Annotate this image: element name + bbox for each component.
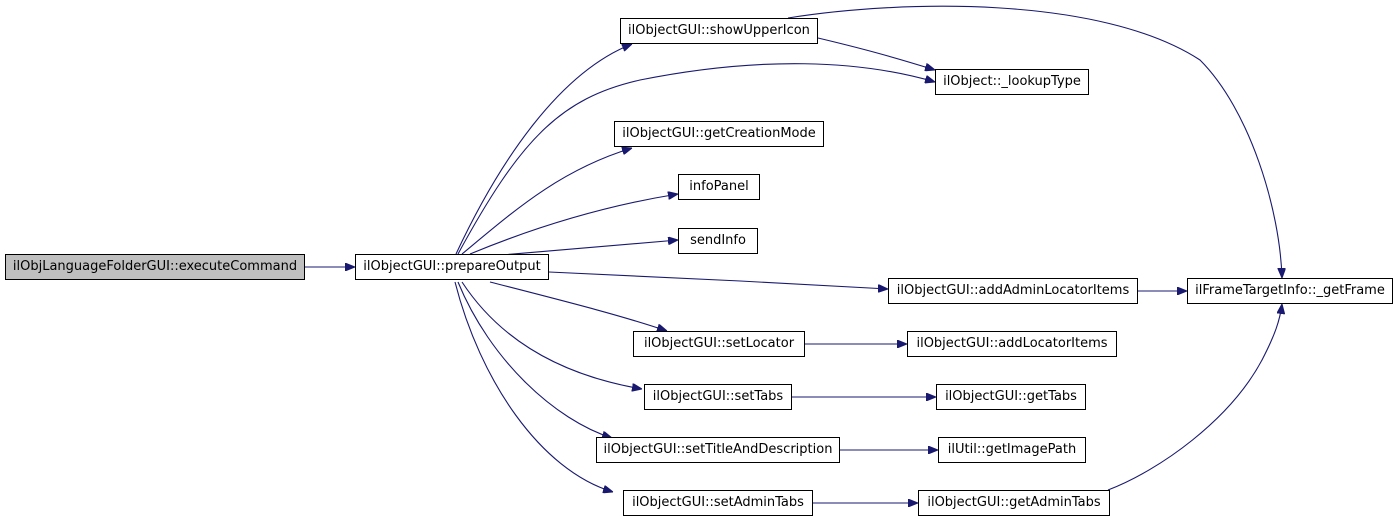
node-showUpperIcon[interactable]: ilObjectGUI::showUpperIcon xyxy=(620,18,818,44)
node-lookupType[interactable]: ilObject::_lookupType xyxy=(935,69,1089,95)
edge-n1-n3 xyxy=(457,63,935,255)
edge-n1-n6 xyxy=(469,194,678,255)
node-prepareOutput[interactable]: ilObjectGUI::prepareOutput xyxy=(355,254,549,280)
node-getFrame[interactable]: ilFrameTargetInfo::_getFrame xyxy=(1187,278,1393,304)
node-setAdminTabs[interactable]: ilObjectGUI::setAdminTabs xyxy=(623,490,813,516)
edge-n1-n7 xyxy=(489,240,678,257)
node-executeCommand: ilObjLanguageFolderGUI::executeCommand xyxy=(5,254,305,280)
node-infoPanel[interactable]: infoPanel xyxy=(678,174,760,200)
edge-n1-n15 xyxy=(454,281,613,492)
node-addLocatorItems[interactable]: ilObjectGUI::addLocatorItems xyxy=(907,331,1117,357)
edge-n1-n13 xyxy=(457,281,612,438)
node-addAdminLocatorItems[interactable]: ilObjectGUI::addAdminLocatorItems xyxy=(888,278,1138,304)
node-setTabs[interactable]: ilObjectGUI::setTabs xyxy=(644,384,792,410)
node-setLocator[interactable]: ilObjectGUI::setLocator xyxy=(633,331,805,357)
node-getImagePath[interactable]: ilUtil::getImagePath xyxy=(938,437,1086,463)
edge-n1-n11 xyxy=(461,281,642,389)
edge-n2-n4 xyxy=(787,5,1282,278)
node-sendInfo[interactable]: sendInfo xyxy=(678,228,758,254)
edge-n1-n2 xyxy=(455,44,632,255)
edge-n1-n8 xyxy=(548,271,888,289)
edge-n16-n4 xyxy=(1107,304,1282,491)
edge-n1-n5 xyxy=(461,148,632,255)
node-getTabs[interactable]: ilObjectGUI::getTabs xyxy=(936,384,1086,410)
node-setTitleAndDescription[interactable]: ilObjectGUI::setTitleAndDescription xyxy=(596,437,840,463)
node-getCreationMode[interactable]: ilObjectGUI::getCreationMode xyxy=(614,121,824,147)
edge-n1-n9 xyxy=(489,281,667,331)
node-getAdminTabs[interactable]: ilObjectGUI::getAdminTabs xyxy=(918,490,1110,516)
edge-n2-n3 xyxy=(817,37,935,70)
